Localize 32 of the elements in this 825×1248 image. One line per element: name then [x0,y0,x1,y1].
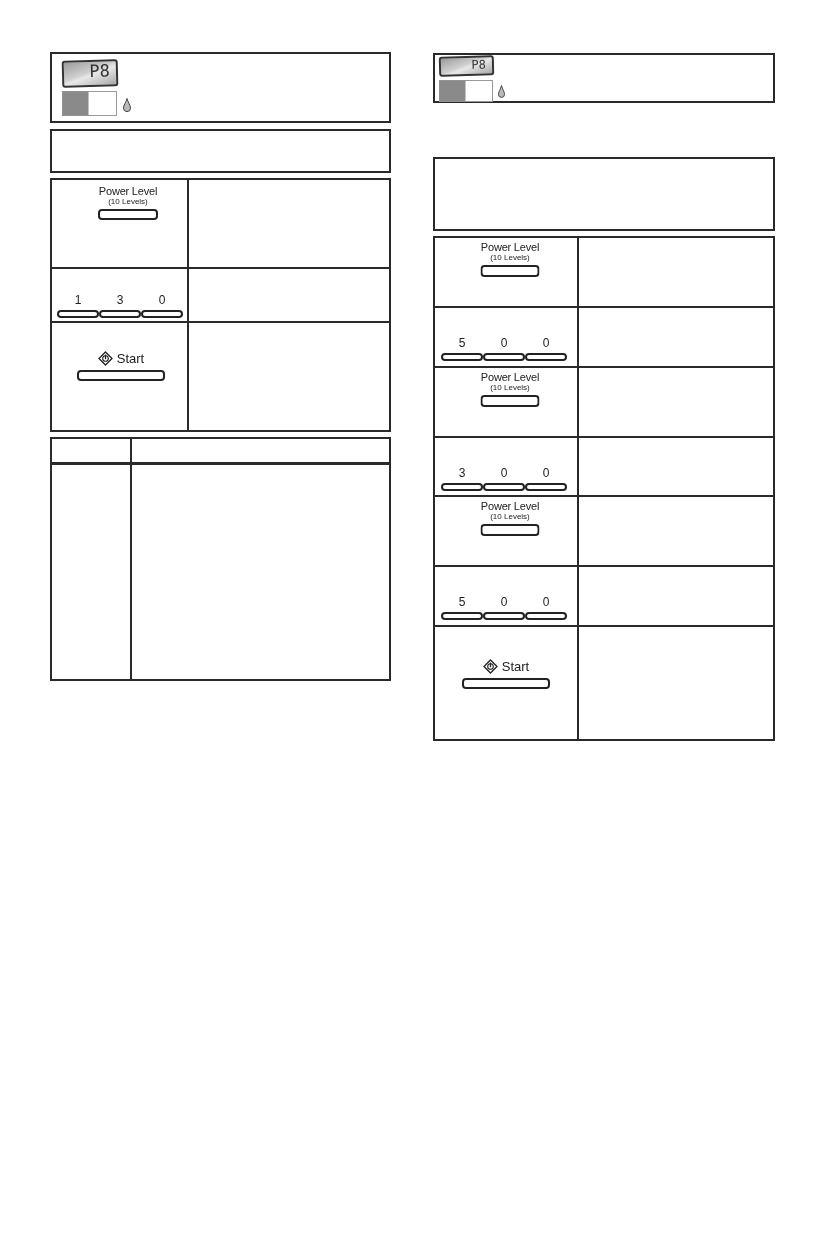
key-sublabel: (10 Levels) [490,253,530,262]
digit-label: 0 [542,596,550,609]
digit-label: 1 [74,294,82,307]
start-label: Start [116,351,145,366]
digit-label: 0 [158,294,166,307]
digit-label: 5 [458,337,466,350]
key-sublabel: (10 Levels) [490,383,530,392]
digit-label: 0 [500,467,508,480]
lcd-display: P8 [61,59,119,88]
key-cell [433,625,579,741]
key-label: Power Level [480,501,540,513]
key-cell [433,236,579,308]
empty-note-box [50,129,391,173]
start-label: Start [501,659,530,674]
key-cell [50,178,189,269]
digit-label: 3 [458,467,466,480]
digit-label: 0 [542,467,550,480]
digit-label: 5 [458,596,466,609]
key-cell [50,321,189,432]
digit-label: 0 [542,337,550,350]
key-label: Power Level [98,186,158,198]
digit-label: 0 [500,337,508,350]
key-label: Power Level [480,242,540,254]
key-label: Power Level [480,372,540,384]
display-panel [50,52,391,123]
lcd-display: P8 [438,55,495,77]
key-sublabel: (10 Levels) [108,197,148,206]
key-sublabel: (10 Levels) [490,512,530,521]
digit-label: 0 [500,596,508,609]
digit-label: 3 [116,294,124,307]
empty-note-box [433,157,775,231]
display-panel [433,53,775,103]
